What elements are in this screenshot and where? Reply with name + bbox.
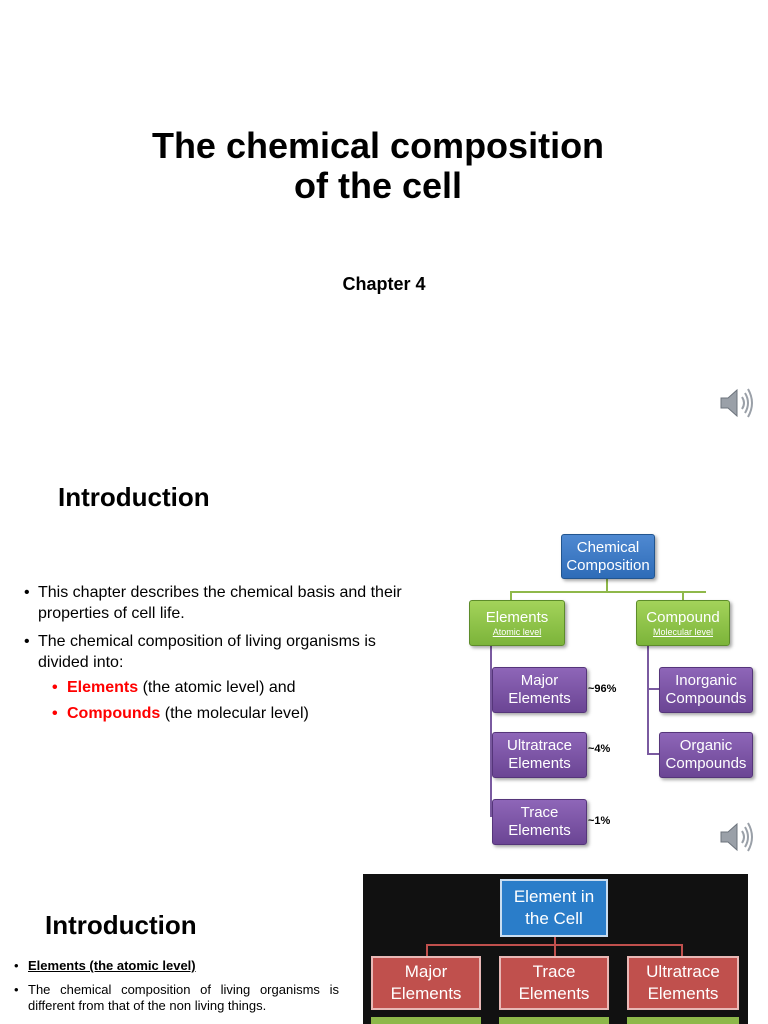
- bullet-item: • The chemical composition of living org…: [14, 982, 339, 1013]
- title-line-1: The chemical composition: [151, 125, 605, 166]
- bullet-item: • The chemical composition of living org…: [24, 633, 376, 671]
- sub-node-stub: [627, 1017, 739, 1024]
- sub-node-stub: [499, 1017, 609, 1024]
- organic-compounds-node: Organic Compounds: [659, 732, 753, 778]
- sub-bullet-item: • Compounds (the molecular level): [52, 705, 309, 722]
- bullet-dot: •: [52, 679, 58, 696]
- trace-elements-node: Trace Elements: [492, 799, 587, 845]
- ultratrace-elements-node: Ultratrace Elements: [627, 956, 739, 1010]
- term-elements: Elements: [67, 679, 139, 696]
- element-diagram-panel: Element in the Cell Major Elements Trace…: [363, 874, 748, 1024]
- slide-heading: Introduction: [45, 910, 197, 940]
- speaker-icon[interactable]: [718, 817, 758, 857]
- bullet-item: • Elements (the atomic level): [14, 958, 196, 973]
- introduction-slide: Introduction • This chapter describes th…: [0, 445, 768, 865]
- inorganic-compounds-node: Inorganic Compounds: [659, 667, 753, 713]
- percent-label: ~1%: [588, 815, 611, 827]
- speaker-icon[interactable]: [718, 383, 758, 423]
- introduction-slide-2: Introduction • Elements (the atomic leve…: [0, 865, 768, 1024]
- bullet-dot: •: [14, 958, 19, 973]
- sub-bullet-item: • Elements (the atomic level) and: [52, 679, 296, 696]
- title-slide: The chemical composition of the cell Cha…: [0, 0, 768, 445]
- element-in-cell-root-node: Element in the Cell: [500, 879, 608, 937]
- major-elements-node: Major Elements: [371, 956, 481, 1010]
- slide-heading: Introduction: [58, 482, 210, 512]
- diagram-root-node: Chemical Composition: [561, 534, 655, 579]
- bullet-dot: •: [52, 705, 58, 722]
- major-elements-node: Major Elements: [492, 667, 587, 713]
- sub-node-stub: [371, 1017, 481, 1024]
- percent-label: ~96%: [588, 683, 617, 695]
- bullet-dot: •: [14, 982, 19, 997]
- elements-node: Elements Atomic level: [469, 600, 565, 646]
- bullet-item: • This chapter describes the chemical ba…: [24, 584, 402, 622]
- term-compounds: Compounds: [67, 705, 161, 722]
- compound-node: Compound Molecular level: [636, 600, 730, 646]
- ultratrace-elements-node: Ultratrace Elements: [492, 732, 587, 778]
- chapter-subtitle: Chapter 4: [342, 274, 426, 294]
- trace-elements-node: Trace Elements: [499, 956, 609, 1010]
- bullet-dot: •: [24, 584, 30, 601]
- slide-title: The chemical composition of the cell: [0, 126, 756, 206]
- bullet-dot: •: [24, 633, 30, 650]
- title-line-2: of the cell: [293, 165, 463, 206]
- percent-label: ~4%: [588, 743, 611, 755]
